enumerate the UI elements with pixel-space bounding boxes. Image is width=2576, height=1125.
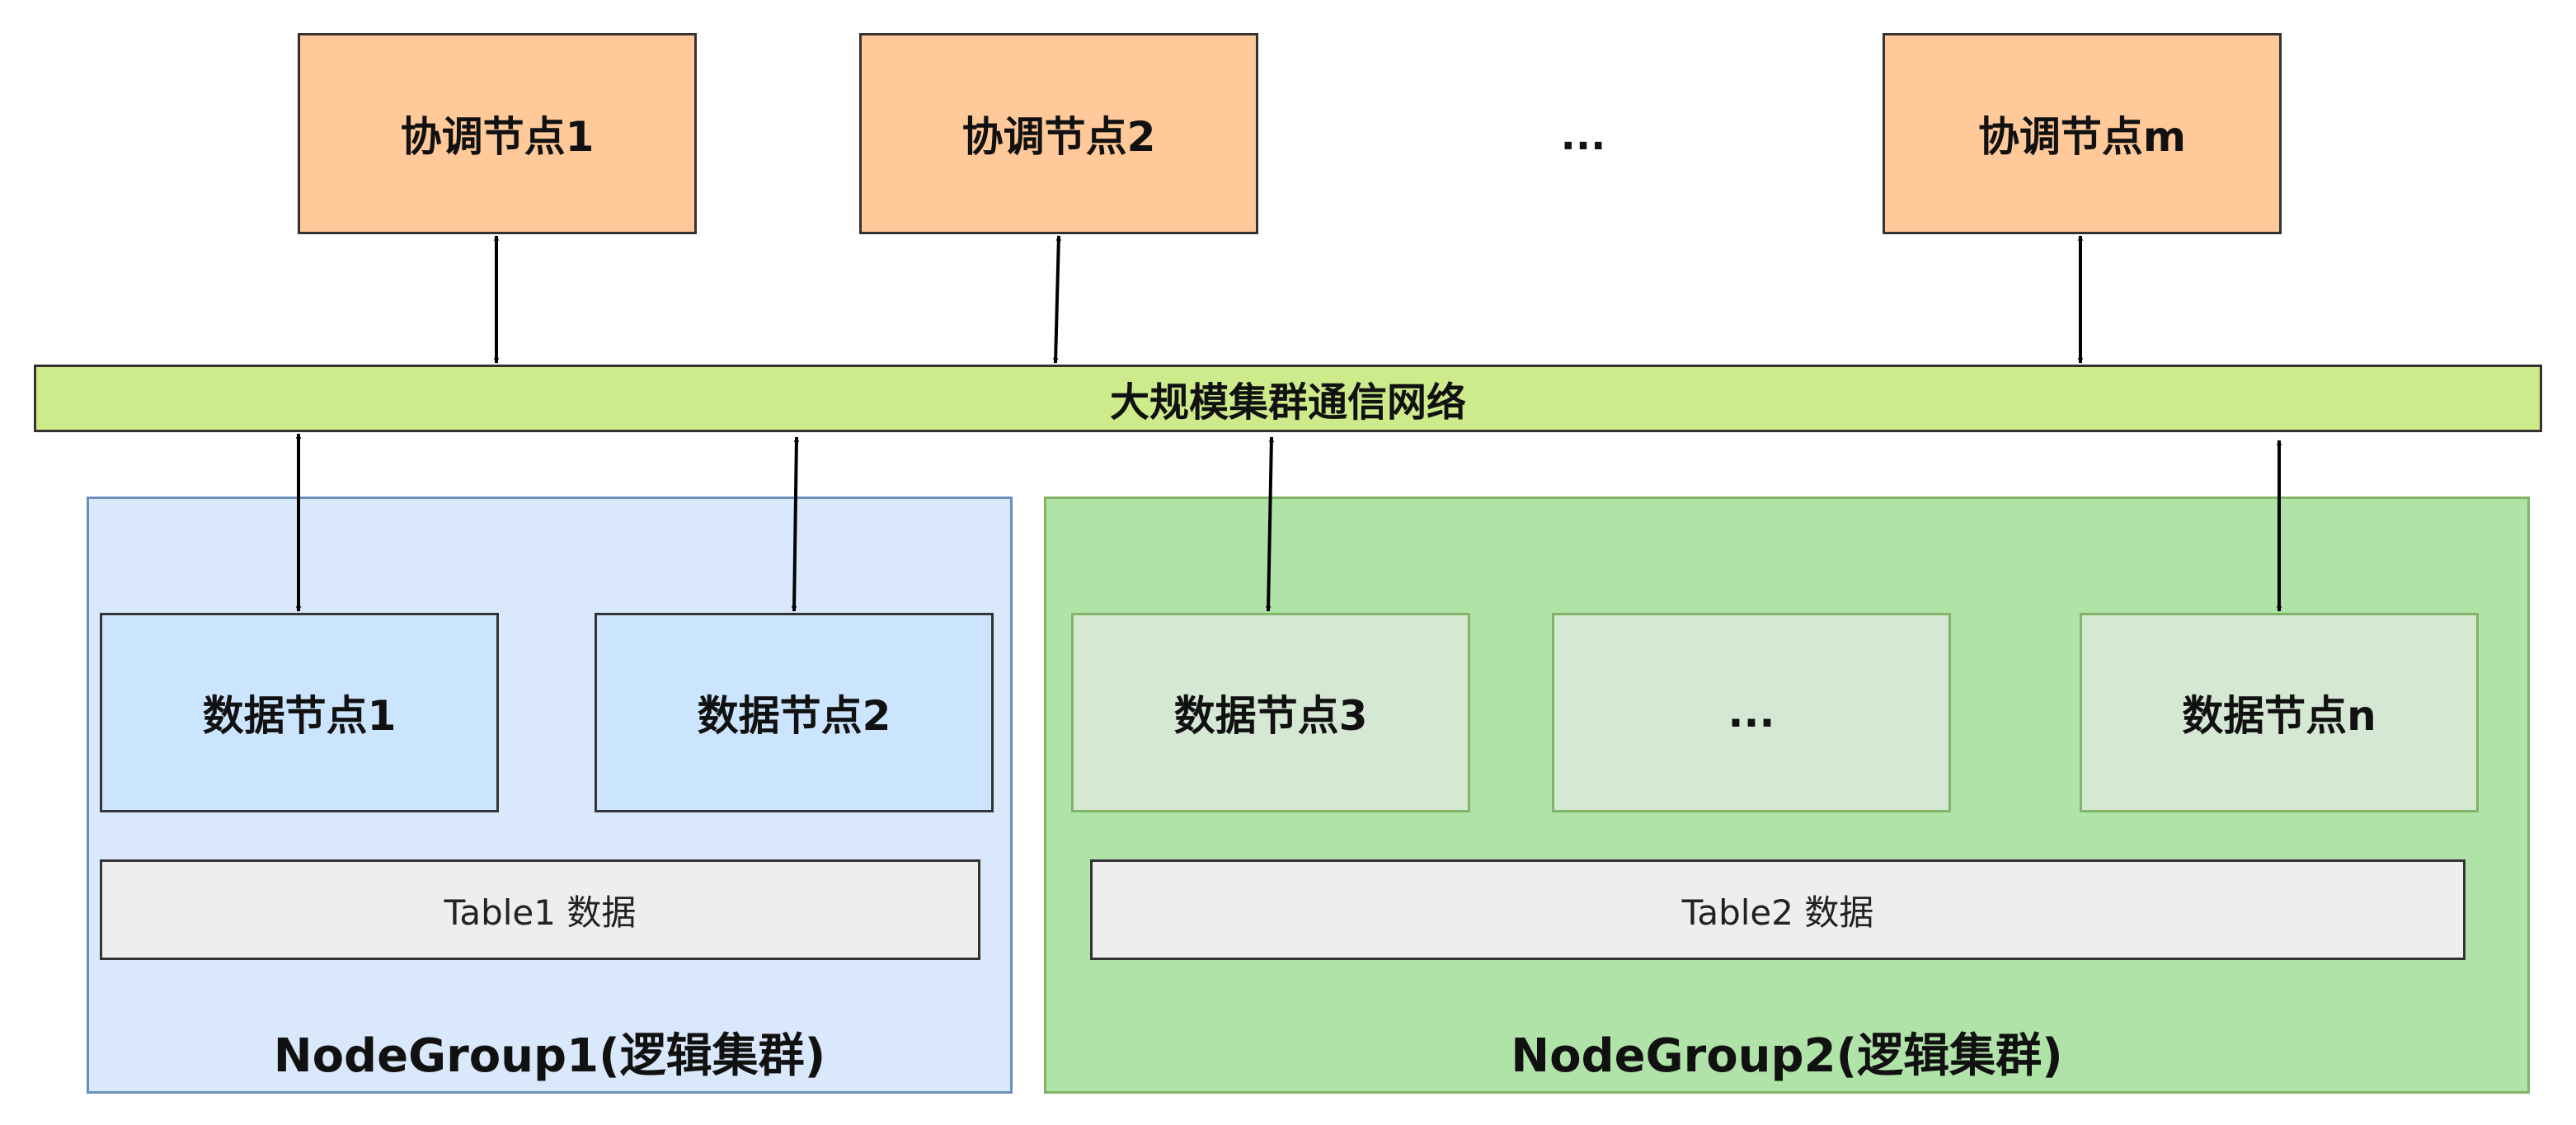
data-node-1: 数据节点1 [100,613,499,812]
data-node-ellipsis-label: ... [1728,689,1775,737]
coordinator-node-m-label: 协调节点m [1977,113,2187,161]
table2-data-label: Table2 数据 [1681,892,1874,933]
node-group-2-label: NodeGroup2(逻辑集群) [1511,1029,2063,1083]
cluster-network-bar: 大规模集群通信网络 [34,365,2542,432]
coordinator-node-1: 协调节点1 [298,33,697,234]
data-node-3: 数据节点3 [1071,613,1470,812]
table1-data-label: Table1 数据 [444,892,637,933]
data-node-3-label: 数据节点3 [1173,692,1368,740]
coordinator-ellipsis-label: ... [1560,113,1606,159]
data-node-n-label: 数据节点n [2182,692,2376,740]
coordinator-node-2-label: 协调节点2 [961,113,1156,161]
data-node-n: 数据节点n [2080,613,2479,812]
data-node-2-label: 数据节点2 [697,692,891,740]
data-node-2: 数据节点2 [595,613,994,812]
coordinator-ellipsis: ... [1501,99,1666,173]
data-node-ellipsis: ... [1552,613,1951,812]
coordinator-node-1-label: 协调节点1 [400,113,595,161]
coordinator-node-m: 协调节点m [1883,33,2282,234]
arrow-network-datanode3 [1265,436,1275,612]
node-group-2-label-box: NodeGroup2(逻辑集群) [1044,1014,2530,1089]
data-node-1-label: 数据节点1 [202,692,397,740]
coordinator-node-2: 协调节点2 [859,33,1258,234]
arrow-network-datanode2 [791,436,800,612]
node-group-1-label: NodeGroup1(逻辑集群) [273,1029,826,1083]
arrow-coord2-network [1052,235,1062,364]
node-group-1-label-box: NodeGroup1(逻辑集群) [87,1014,1013,1089]
table2-data-bar: Table2 数据 [1090,859,2466,960]
cluster-network-label: 大规模集群通信网络 [1109,379,1466,426]
table1-data-bar: Table1 数据 [100,859,980,960]
